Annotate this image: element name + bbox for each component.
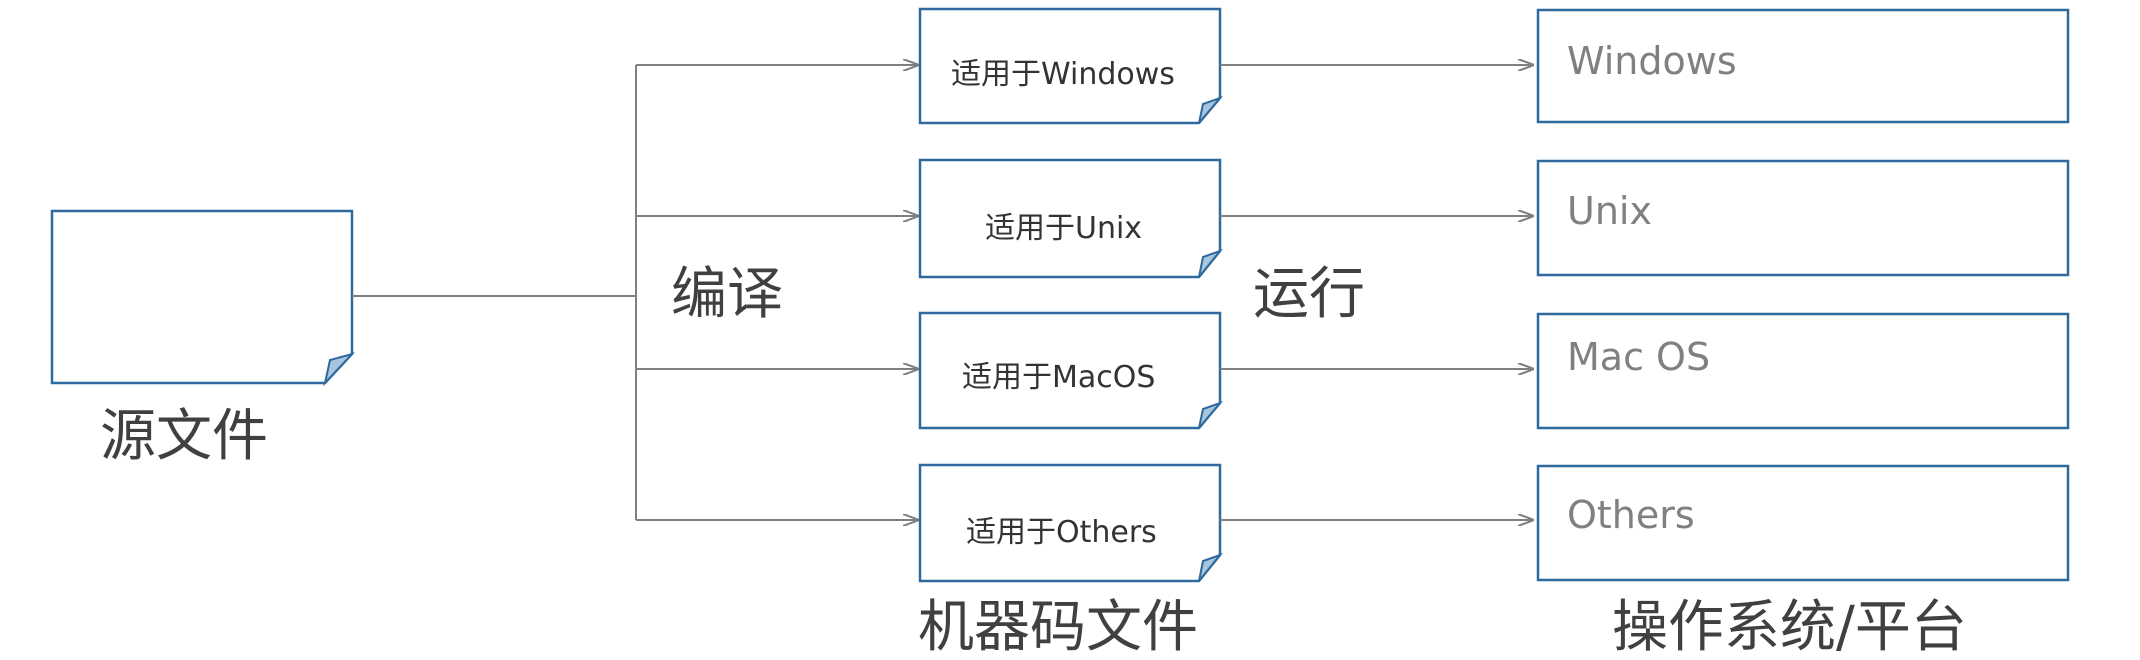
file-fold	[1198, 400, 1224, 429]
os-box-others	[1536, 464, 2070, 582]
machine-code-file-others	[918, 463, 1223, 583]
os-label-others: Others	[1567, 493, 1695, 537]
file-fold	[1198, 95, 1224, 124]
os-platform-label: 操作系统/平台	[1612, 595, 1967, 660]
compile-label: 编译	[671, 262, 783, 327]
machine-code-file-unix	[918, 158, 1223, 279]
machine-code-file-windows	[918, 7, 1224, 125]
file-fold	[1198, 248, 1223, 278]
os-label-unix: Unix	[1567, 189, 1652, 233]
os-box-macos	[1536, 312, 2070, 430]
source-file-fold	[323, 352, 356, 387]
file-fold	[1198, 552, 1223, 582]
machine-code-label-unix: 适用于Unix	[985, 211, 1143, 246]
machine-code-file-macos	[918, 311, 1224, 430]
run-label: 运行	[1253, 262, 1365, 327]
os-box-unix	[1536, 159, 2070, 277]
source-file-label: 源文件	[100, 404, 268, 469]
machine-code-label-others: 适用于Others	[966, 515, 1157, 550]
os-box-windows	[1536, 8, 2070, 124]
machine-code-label-macos: 适用于MacOS	[962, 360, 1156, 395]
machine-code-label-windows: 适用于Windows	[951, 57, 1175, 92]
machine-code-files-label: 机器码文件	[918, 595, 1198, 660]
os-label-windows: Windows	[1567, 39, 1737, 83]
os-label-macos: Mac OS	[1567, 335, 1711, 379]
source-file-shape	[50, 209, 354, 385]
source-file-node	[50, 209, 356, 387]
